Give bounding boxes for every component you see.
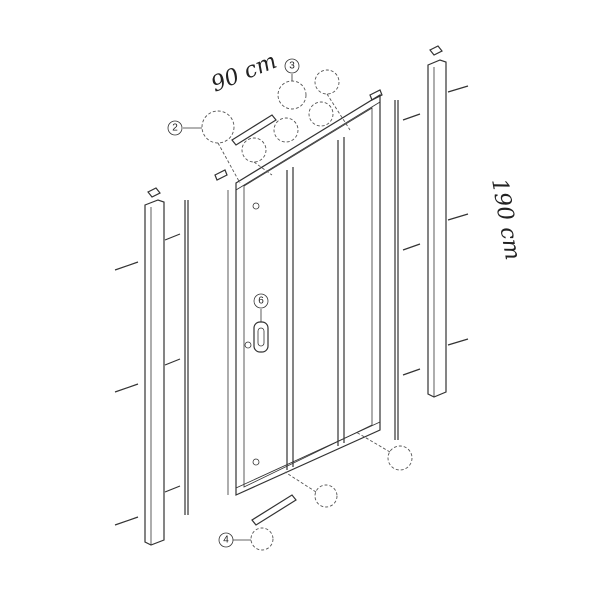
right-screws [402,85,469,376]
detail-circles [201,69,413,551]
top-guide-rail [231,114,277,146]
callout-4: 4 [218,532,251,548]
bottom-guide-rail [251,494,297,526]
height-dimension-label: 190 cm [486,177,525,262]
callout-3: 3 [284,58,300,81]
width-dimension-label: 90 cm [208,49,281,98]
left-wall-profile [144,187,189,546]
svg-text:2: 2 [172,123,178,134]
svg-text:3: 3 [289,61,295,72]
right-wall-profile [394,45,447,440]
svg-text:4: 4 [223,535,229,546]
callout-6: 6 [253,293,269,322]
door-handle [244,321,269,353]
callout-2: 2 [167,120,202,136]
svg-text:6: 6 [258,296,264,307]
left-screws [114,233,181,526]
door-frame [227,93,381,496]
